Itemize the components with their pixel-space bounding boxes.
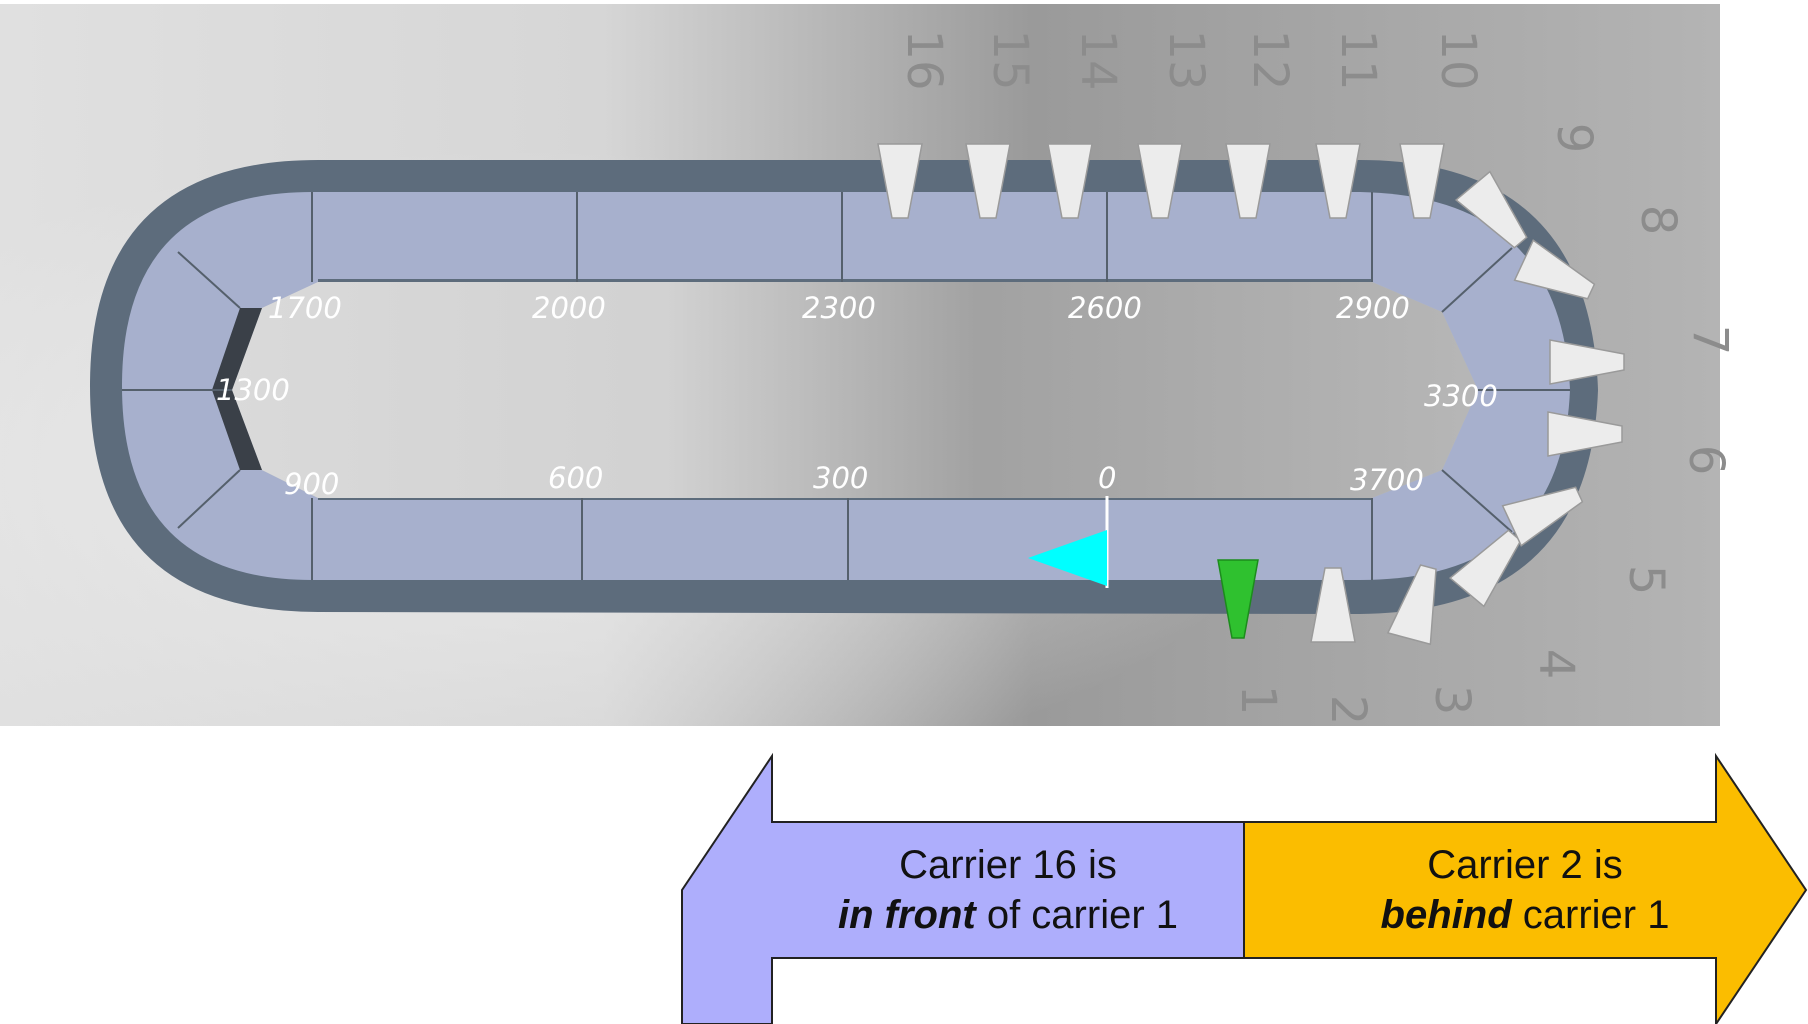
legend-left-text: Carrier 16 is in front of carrier 1 bbox=[772, 840, 1244, 940]
carrier-7-body bbox=[1549, 339, 1625, 385]
origin-cyan-marker bbox=[1028, 530, 1107, 586]
carrier-number-7: 7 bbox=[1682, 325, 1738, 356]
carrier-13-body bbox=[1137, 143, 1183, 219]
carrier-number-6: 6 bbox=[1678, 445, 1734, 476]
carrier-11 bbox=[1315, 143, 1361, 219]
pos-label-3700: 3700 bbox=[1350, 463, 1424, 497]
legend-right-line1: Carrier 2 is bbox=[1427, 843, 1623, 887]
track-inner-area-shade bbox=[232, 282, 1478, 498]
carrier-8-body bbox=[1513, 239, 1596, 300]
legend-right-rest: carrier 1 bbox=[1511, 893, 1670, 937]
carrier-13 bbox=[1137, 143, 1183, 219]
legend-right-emphasis: behind bbox=[1380, 893, 1512, 937]
carrier-number-15: 15 bbox=[982, 29, 1038, 90]
carrier-12 bbox=[1225, 143, 1271, 219]
carrier-2-body bbox=[1310, 567, 1356, 643]
pos-label-2000: 2000 bbox=[532, 291, 606, 325]
legend-double-arrow bbox=[681, 752, 1808, 1024]
legend-left-line2: in front of carrier 1 bbox=[772, 890, 1244, 940]
pos-label-1300: 1300 bbox=[216, 373, 290, 407]
carrier-1-body bbox=[1217, 559, 1259, 639]
pos-label-1700: 1700 bbox=[268, 291, 342, 325]
carrier-4-body bbox=[1448, 529, 1522, 608]
carrier-number-2: 2 bbox=[1320, 695, 1376, 726]
carrier-5 bbox=[1501, 486, 1584, 547]
carrier-3 bbox=[1386, 564, 1437, 646]
carrier-number-10: 10 bbox=[1430, 29, 1486, 90]
carrier-14 bbox=[1047, 143, 1093, 219]
carrier-number-5: 5 bbox=[1618, 565, 1674, 596]
legend-right-text: Carrier 2 is behind carrier 1 bbox=[1290, 840, 1760, 940]
carrier-6 bbox=[1547, 411, 1623, 457]
carrier-10 bbox=[1399, 143, 1445, 219]
pos-label-600: 600 bbox=[548, 461, 603, 495]
carrier-12-body bbox=[1225, 143, 1271, 219]
carrier-number-3: 3 bbox=[1424, 685, 1480, 716]
carrier-9 bbox=[1454, 170, 1528, 249]
pos-label-2900: 2900 bbox=[1336, 291, 1410, 325]
carrier-number-12: 12 bbox=[1242, 29, 1298, 90]
pos-label-2600: 2600 bbox=[1068, 291, 1142, 325]
carrier-number-11: 11 bbox=[1330, 29, 1386, 90]
segment-dividers bbox=[122, 192, 1570, 580]
pos-label-2300: 2300 bbox=[802, 291, 876, 325]
carrier-10-body bbox=[1399, 143, 1445, 219]
carrier-16-body bbox=[877, 143, 923, 219]
legend-right-line2: behind carrier 1 bbox=[1290, 890, 1760, 940]
carrier-number-16: 16 bbox=[896, 29, 952, 90]
carrier-8 bbox=[1513, 239, 1596, 300]
carrier-6-body bbox=[1547, 411, 1623, 457]
carrier-11-body bbox=[1315, 143, 1361, 219]
carrier-3-body bbox=[1386, 564, 1437, 646]
carrier-number-4: 4 bbox=[1528, 649, 1584, 680]
carrier-number-14: 14 bbox=[1070, 29, 1126, 90]
legend-left-emphasis: in front bbox=[837, 893, 976, 937]
carrier-7 bbox=[1549, 339, 1625, 385]
carrier-2 bbox=[1310, 567, 1356, 643]
carrier-15-body bbox=[965, 143, 1011, 219]
carrier-9-body bbox=[1454, 170, 1528, 249]
position-labels: 0 300 600 900 1300 1700 2000 2300 2600 2… bbox=[216, 291, 1498, 501]
carrier-15 bbox=[965, 143, 1011, 219]
pos-label-900: 900 bbox=[284, 467, 339, 501]
carrier-number-1: 1 bbox=[1230, 685, 1286, 716]
carrier-number-13: 13 bbox=[1158, 29, 1214, 90]
carrier-number-9: 9 bbox=[1546, 123, 1602, 154]
carrier-4 bbox=[1448, 529, 1522, 608]
carrier-14-body bbox=[1047, 143, 1093, 219]
arrow-right-half bbox=[1243, 752, 1808, 1024]
carrier-number-8: 8 bbox=[1630, 205, 1686, 236]
carrier-16 bbox=[877, 143, 923, 219]
pos-label-0: 0 bbox=[1098, 461, 1116, 495]
carriers bbox=[877, 143, 1625, 646]
legend-left-line1: Carrier 16 is bbox=[899, 843, 1117, 887]
pos-label-300: 300 bbox=[813, 461, 868, 495]
pos-label-3300: 3300 bbox=[1424, 379, 1498, 413]
carrier-1-highlighted bbox=[1217, 559, 1259, 639]
legend-left-rest: of carrier 1 bbox=[975, 893, 1179, 937]
carrier-5-body bbox=[1501, 486, 1584, 547]
